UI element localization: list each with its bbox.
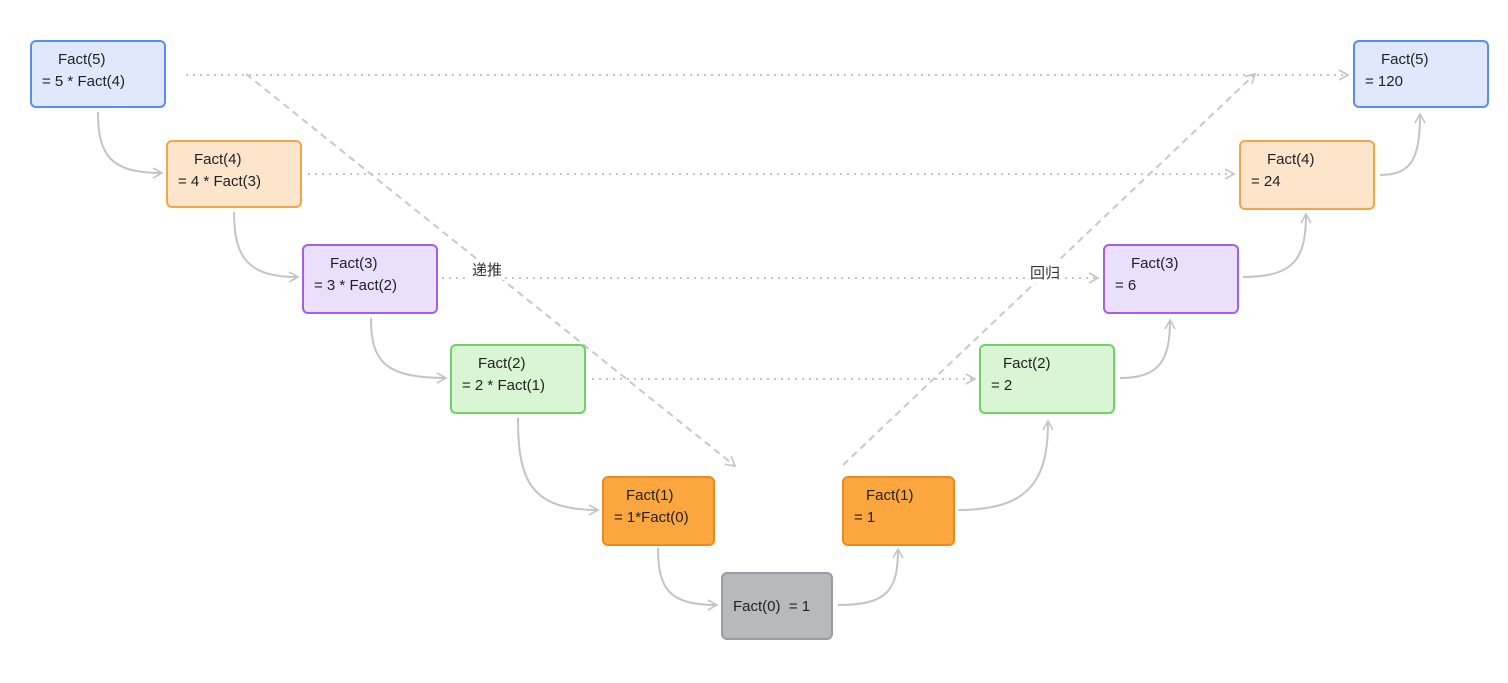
node-expression: = 24 xyxy=(1251,173,1281,190)
return-diagonal xyxy=(842,72,1257,466)
ascend-node-fact3: Fact(3) = 6 xyxy=(1103,244,1239,314)
base-node-fact0: Fact(0) = 1 xyxy=(721,572,833,640)
connector-base-a1 xyxy=(837,547,904,606)
node-expression: = 2 * Fact(1) xyxy=(462,377,545,394)
node-title: Fact(4) xyxy=(1267,151,1315,168)
node-title: Fact(2) xyxy=(1003,355,1051,372)
ascend-node-fact4: Fact(4) = 24 xyxy=(1239,140,1375,210)
node-title: Fact(1) xyxy=(626,487,674,504)
descend-node-fact3: Fact(3) = 3 * Fact(2) xyxy=(302,244,438,314)
node-expression: = 1 xyxy=(854,509,876,526)
recursion-label: 递推 xyxy=(470,259,505,280)
connector-a4-a5 xyxy=(1379,112,1426,176)
node-title: Fact(3) xyxy=(1131,255,1179,272)
node-title: Fact(5) xyxy=(1381,51,1429,68)
connector-d2-d1 xyxy=(517,417,600,516)
node-expression: = 120 xyxy=(1365,73,1403,90)
node-expression: = 2 xyxy=(991,377,1013,394)
node-title: Fact(1) xyxy=(866,487,914,504)
descend-node-fact4: Fact(4) = 4 * Fact(3) xyxy=(166,140,302,208)
ascend-node-fact5: Fact(5) = 120 xyxy=(1353,40,1489,108)
descend-node-fact2: Fact(2) = 2 * Fact(1) xyxy=(450,344,586,414)
node-text: Fact(0) = 1 xyxy=(733,598,811,615)
connector-d3-d2 xyxy=(370,317,448,384)
node-expression: = 1*Fact(0) xyxy=(614,509,689,526)
node-title: Fact(5) xyxy=(58,51,106,68)
connector-a2-a3 xyxy=(1119,318,1176,379)
connector-d4-d3 xyxy=(233,211,300,283)
connector-d1-base xyxy=(657,547,719,611)
node-expression: = 5 * Fact(4) xyxy=(42,73,125,90)
node-expression: = 6 xyxy=(1115,277,1137,294)
descend-node-fact5: Fact(5) = 5 * Fact(4) xyxy=(30,40,166,108)
node-title: Fact(4) xyxy=(194,151,242,168)
descend-node-fact1: Fact(1) = 1*Fact(0) xyxy=(602,476,715,546)
connector-a1-a2 xyxy=(957,419,1054,511)
node-title: Fact(3) xyxy=(330,255,378,272)
node-expression: = 4 * Fact(3) xyxy=(178,173,261,190)
return-label: 回归 xyxy=(1028,262,1063,283)
node-title: Fact(2) xyxy=(478,355,526,372)
ascend-node-fact2: Fact(2) = 2 xyxy=(979,344,1115,414)
connector-d5-d4 xyxy=(97,111,164,179)
node-expression: = 3 * Fact(2) xyxy=(314,277,397,294)
connector-a3-a4 xyxy=(1242,212,1312,278)
ascend-node-fact1: Fact(1) = 1 xyxy=(842,476,955,546)
